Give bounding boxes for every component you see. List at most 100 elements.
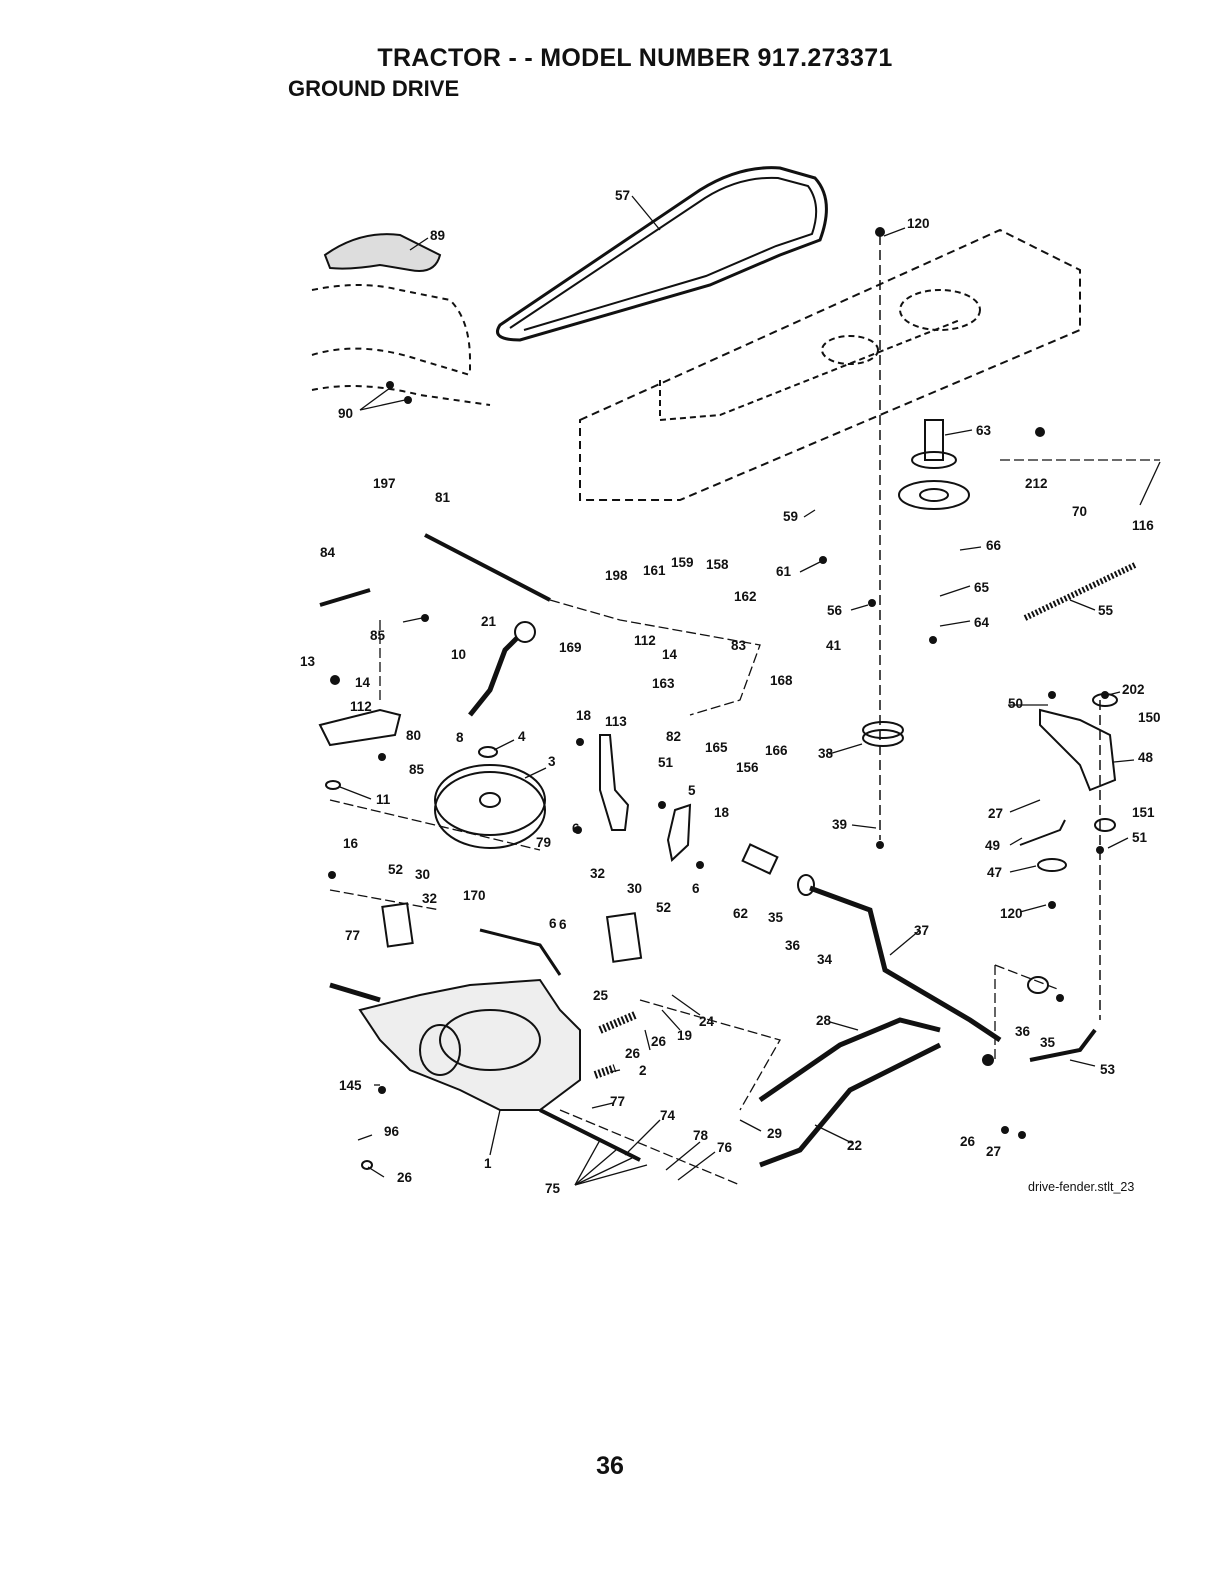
- chassis-frame: [579, 228, 1081, 501]
- part-callout-112: 112: [350, 699, 372, 714]
- part-callout-59: 59: [783, 509, 798, 524]
- part-callout-80: 80: [406, 728, 421, 743]
- part-callout-158: 158: [706, 557, 729, 572]
- part-callout-52: 52: [388, 862, 403, 877]
- part-callout-18: 18: [714, 805, 730, 820]
- page-title: TRACTOR - - MODEL NUMBER 917.273371: [377, 44, 893, 72]
- part-callout-120: 120: [1000, 906, 1023, 921]
- part-callout-159: 159: [671, 555, 694, 570]
- part-callout-36: 36: [785, 938, 801, 953]
- part-callout-150: 150: [1138, 710, 1161, 725]
- part-callout-29: 29: [767, 1126, 782, 1141]
- part-callout-34: 34: [817, 952, 833, 967]
- part-callout-30: 30: [415, 867, 430, 882]
- part-callout-52: 52: [656, 900, 671, 915]
- part-callout-145: 145: [339, 1078, 362, 1093]
- part-callout-51: 51: [658, 755, 674, 770]
- part-callout-6: 6: [572, 821, 580, 836]
- part-callout-21: 21: [481, 614, 497, 629]
- part-callout-2: 2: [639, 1063, 647, 1078]
- part-callout-66: 66: [986, 538, 1002, 553]
- part-callout-10: 10: [451, 647, 466, 662]
- part-callout-63: 63: [976, 423, 992, 438]
- part-callout-197: 197: [373, 476, 396, 491]
- part-callout-26: 26: [625, 1046, 641, 1061]
- part-callout-26: 26: [651, 1034, 667, 1049]
- part-callout-55: 55: [1098, 603, 1114, 618]
- part-callout-50: 50: [1008, 696, 1023, 711]
- part-callout-4: 4: [518, 729, 526, 744]
- part-callout-28: 28: [816, 1013, 832, 1028]
- part-callout-6: 6: [692, 881, 700, 896]
- part-callout-78: 78: [693, 1128, 709, 1143]
- part-callout-41: 41: [826, 638, 842, 653]
- part-callout-26: 26: [397, 1170, 413, 1185]
- part-callout-6: 6: [549, 916, 557, 931]
- part-callout-169: 169: [559, 640, 582, 655]
- part-callout-35: 35: [1040, 1035, 1056, 1050]
- part-callout-70: 70: [1072, 504, 1087, 519]
- part-callout-8: 8: [456, 730, 464, 745]
- part-callout-26: 26: [960, 1134, 976, 1149]
- part-callout-19: 19: [677, 1028, 692, 1043]
- part-callout-112: 112: [634, 633, 656, 648]
- part-callout-25: 25: [593, 988, 609, 1003]
- part-callout-37: 37: [914, 923, 929, 938]
- part-callout-14: 14: [355, 675, 371, 690]
- part-callout-47: 47: [987, 865, 1002, 880]
- part-callout-36: 36: [1015, 1024, 1031, 1039]
- fender-seat: [323, 233, 442, 272]
- part-callout-16: 16: [343, 836, 359, 851]
- part-callout-165: 165: [705, 740, 728, 755]
- part-callout-65: 65: [974, 580, 990, 595]
- part-callout-75: 75: [545, 1181, 561, 1196]
- part-callout-64: 64: [974, 615, 990, 630]
- part-callout-79: 79: [536, 835, 551, 850]
- part-callout-39: 39: [832, 817, 847, 832]
- pulley-large: [434, 771, 546, 849]
- part-callout-96: 96: [384, 1124, 400, 1139]
- part-callout-198: 198: [605, 568, 628, 583]
- part-callout-113: 113: [605, 714, 627, 729]
- part-callout-166: 166: [765, 743, 788, 758]
- part-callout-163: 163: [652, 676, 675, 691]
- part-callout-212: 212: [1025, 476, 1048, 491]
- part-callout-77: 77: [345, 928, 360, 943]
- part-callout-13: 13: [300, 654, 316, 669]
- part-callout-116: 116: [1132, 518, 1154, 533]
- page-number: 36: [596, 1452, 624, 1480]
- part-callout-83: 83: [731, 638, 747, 653]
- part-callout-32: 32: [590, 866, 605, 881]
- part-callout-3: 3: [548, 754, 556, 769]
- part-callout-151: 151: [1132, 805, 1155, 820]
- pulley-spindle: [924, 419, 944, 461]
- part-callout-61: 61: [776, 564, 792, 579]
- part-callout-53: 53: [1100, 1062, 1116, 1077]
- part-callout-48: 48: [1138, 750, 1154, 765]
- part-callout-49: 49: [985, 838, 1000, 853]
- part-callout-161: 161: [643, 563, 666, 578]
- part-callout-35: 35: [768, 910, 784, 925]
- part-callout-84: 84: [320, 545, 336, 560]
- part-callout-6: 6: [559, 917, 567, 932]
- part-callout-81: 81: [435, 490, 451, 505]
- part-callout-51: 51: [1132, 830, 1148, 845]
- part-callout-82: 82: [666, 729, 681, 744]
- part-callout-156: 156: [736, 760, 759, 775]
- part-callout-74: 74: [660, 1108, 676, 1123]
- part-callout-30: 30: [627, 881, 642, 896]
- part-callout-38: 38: [818, 746, 834, 761]
- part-callout-5: 5: [688, 783, 696, 798]
- part-callout-56: 56: [827, 603, 843, 618]
- part-callout-1: 1: [484, 1156, 492, 1171]
- drive-rod: [809, 885, 1002, 1043]
- part-callout-90: 90: [338, 406, 353, 421]
- shift-rod: [424, 533, 551, 602]
- part-callout-18: 18: [576, 708, 592, 723]
- part-callout-22: 22: [847, 1138, 862, 1153]
- part-callout-11: 11: [376, 792, 391, 807]
- part-callout-27: 27: [988, 806, 1003, 821]
- drive-belt: [496, 166, 828, 342]
- part-callout-120: 120: [907, 216, 930, 231]
- part-callout-27: 27: [986, 1144, 1001, 1159]
